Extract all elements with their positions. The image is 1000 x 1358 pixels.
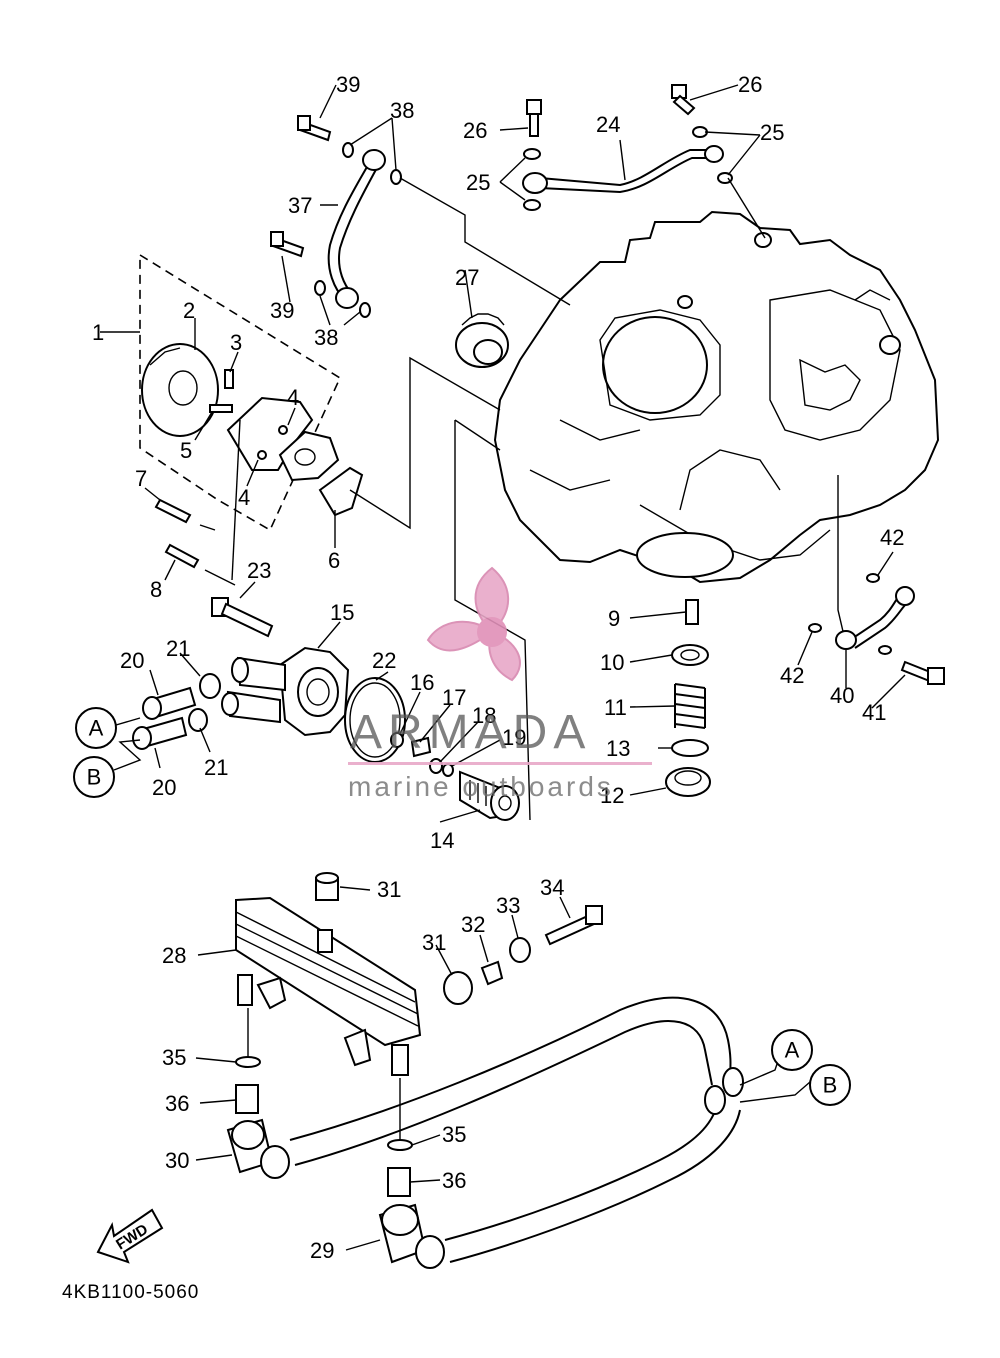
callout-39-bottom: 39 xyxy=(270,298,294,323)
callout-6: 6 xyxy=(328,548,340,573)
connector-labels: A B A B xyxy=(73,707,851,1106)
callout-35-left: 35 xyxy=(162,1045,186,1070)
callout-42-bottom: 42 xyxy=(780,663,804,688)
callout-42-top: 42 xyxy=(880,525,904,550)
oil-cooler-group xyxy=(226,872,811,1269)
callout-30: 30 xyxy=(165,1148,189,1173)
callout-29: 29 xyxy=(310,1238,334,1263)
callout-26-left: 26 xyxy=(463,118,487,143)
callout-5: 5 xyxy=(180,438,192,463)
callout-26-right: 26 xyxy=(738,72,762,97)
callout-1: 1 xyxy=(92,320,104,345)
callout-20-top: 20 xyxy=(120,648,144,673)
callout-36-right: 36 xyxy=(442,1168,466,1193)
connector-a-left: A xyxy=(89,716,104,741)
callout-21-top: 21 xyxy=(166,636,190,661)
callout-2: 2 xyxy=(183,298,195,323)
callout-33: 33 xyxy=(496,893,520,918)
callout-15: 15 xyxy=(330,600,354,625)
callout-19: 19 xyxy=(502,725,526,750)
drawing-code: 4KB1100-5060 xyxy=(62,1282,199,1303)
callout-25-left: 25 xyxy=(466,170,490,195)
callout-22: 22 xyxy=(372,648,396,673)
callout-28: 28 xyxy=(162,943,186,968)
watermark-tagline: marine outboards xyxy=(348,771,614,802)
callout-numbers: 39 38 37 39 38 26 24 26 25 25 27 1 2 3 4… xyxy=(92,72,904,1263)
connector-b-right: B xyxy=(823,1073,838,1098)
callout-17: 17 xyxy=(442,685,466,710)
oil-pump-assembly xyxy=(100,253,501,586)
fwd-arrow-icon: FWD xyxy=(96,1208,164,1264)
callout-16: 16 xyxy=(410,670,434,695)
callout-10: 10 xyxy=(600,650,624,675)
callout-13: 13 xyxy=(606,736,630,761)
callout-23: 23 xyxy=(247,558,271,583)
callout-32: 32 xyxy=(461,912,485,937)
callout-3: 3 xyxy=(230,330,242,355)
relief-valve-stack xyxy=(665,599,711,797)
crankcase-drawing xyxy=(493,210,940,584)
callout-20-bottom: 20 xyxy=(152,775,176,800)
oil-pipes xyxy=(270,84,766,368)
callout-21-bottom: 21 xyxy=(204,755,228,780)
armada-watermark: ARMADA marine outboards xyxy=(348,566,652,802)
callout-41: 41 xyxy=(862,700,886,725)
callout-12: 12 xyxy=(600,783,624,808)
callout-36-left: 36 xyxy=(165,1091,189,1116)
callout-8: 8 xyxy=(150,577,162,602)
callout-24: 24 xyxy=(596,112,620,137)
propeller-logo-icon xyxy=(426,566,521,682)
callout-14: 14 xyxy=(430,828,454,853)
callout-25-right: 25 xyxy=(760,120,784,145)
callout-38-top: 38 xyxy=(390,98,414,123)
callout-11: 11 xyxy=(604,695,627,720)
callout-39-top: 39 xyxy=(336,72,360,97)
callout-18: 18 xyxy=(472,703,496,728)
connector-a-right: A xyxy=(785,1038,800,1063)
callout-4-upper: 4 xyxy=(287,385,299,410)
callout-31-side: 31 xyxy=(422,930,446,955)
callout-37: 37 xyxy=(288,193,312,218)
connector-b-left: B xyxy=(87,765,102,790)
callout-34: 34 xyxy=(540,875,564,900)
callout-35-right: 35 xyxy=(442,1122,466,1147)
callout-9: 9 xyxy=(608,606,620,631)
callout-31-top: 31 xyxy=(377,877,401,902)
watermark-brand: ARMADA xyxy=(350,706,591,759)
callout-27: 27 xyxy=(455,265,479,290)
callout-38-bottom: 38 xyxy=(314,325,338,350)
callout-7: 7 xyxy=(135,466,147,491)
side-oil-pipe xyxy=(808,475,945,685)
leader-lines xyxy=(144,84,906,1251)
callout-40: 40 xyxy=(830,683,854,708)
callout-4-lower: 4 xyxy=(238,485,250,510)
